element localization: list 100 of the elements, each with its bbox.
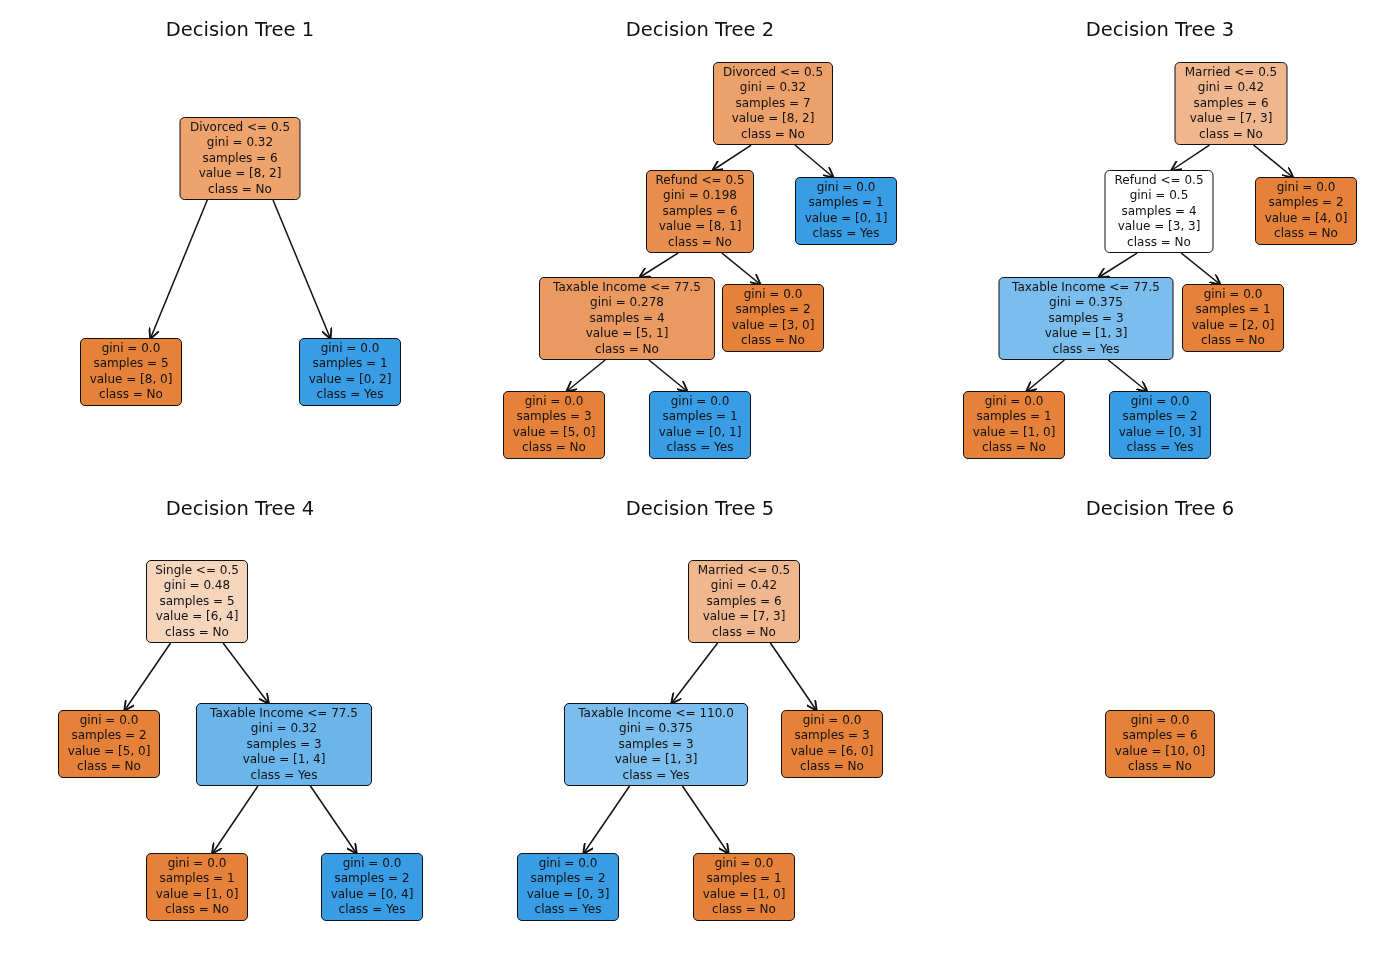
node-text: gini = 0.0 [669, 394, 731, 410]
arrow [148, 199, 209, 340]
node-text: gini = 0.0 [341, 856, 403, 872]
node-text: gini = 0.0 [1275, 180, 1337, 196]
tree-node-box [80, 338, 182, 406]
tree-node-box [713, 62, 833, 146]
node-text: gini = 0.0 [1129, 713, 1191, 729]
tree-node-box [146, 560, 248, 644]
node-text: samples = 1 [158, 871, 236, 887]
node-text: class = Yes [1125, 440, 1195, 456]
node-text: value = [0, 3] [525, 886, 611, 903]
arrow [648, 359, 689, 393]
arrow [670, 642, 719, 705]
node-text: samples = 1 [661, 409, 739, 425]
tree-title: Decision Tree 3 [1085, 18, 1235, 41]
arrow [1097, 252, 1138, 279]
tree-node-box [564, 703, 748, 787]
node-text: gini = 0.0 [319, 341, 381, 357]
node-text: Taxable Income <= 110.0 [577, 706, 735, 722]
node-text: samples = 4 [588, 310, 666, 327]
tree-node-box [299, 338, 401, 406]
node-text: samples = 1 [1194, 302, 1272, 318]
node-text: value = [5, 0] [66, 743, 152, 760]
node-text: class = No [711, 624, 777, 641]
node-text: value = [10, 0] [1113, 743, 1207, 760]
node-text: class = Yes [249, 767, 319, 784]
node-text: gini = 0.198 [662, 188, 738, 204]
node-text: gini = 0.0 [815, 180, 877, 196]
node-text: value = [1, 0] [971, 424, 1057, 441]
node-text: gini = 0.0 [801, 713, 863, 729]
arrow [123, 642, 172, 712]
arrow [721, 252, 762, 286]
tree-node-box [795, 177, 897, 245]
node-text: value = [1, 0] [154, 886, 240, 903]
node-text: value = [8, 0] [88, 371, 174, 388]
node-text: samples = 1 [807, 195, 885, 211]
tree-title: Decision Tree 5 [625, 497, 775, 520]
tree-node-box [58, 710, 160, 778]
node-text: samples = 7 [734, 95, 812, 112]
node-text: value = [0, 2] [307, 371, 393, 388]
node-text: value = [5, 0] [511, 424, 597, 441]
node-text: samples = 3 [245, 736, 323, 753]
node-text: class = No [164, 902, 230, 918]
node-text: class = No [799, 759, 865, 775]
node-text: gini = 0.48 [162, 578, 232, 594]
tree-title: Decision Tree 6 [1085, 497, 1235, 520]
arrow [1252, 144, 1295, 179]
tree-node-box [1109, 391, 1211, 459]
tree-node-box [781, 710, 883, 778]
node-text: gini = 0.375 [1048, 295, 1124, 311]
node-text: class = Yes [337, 902, 407, 918]
node-text: class = No [1127, 759, 1193, 775]
node-text: class = Yes [665, 440, 735, 456]
node-text: class = No [98, 387, 164, 403]
tree-node-box [649, 391, 751, 459]
node-text: class = No [1200, 333, 1266, 349]
node-text: value = [1, 3] [613, 752, 699, 768]
arrow [222, 642, 270, 705]
node-text: Taxable Income <= 77.5 [209, 706, 359, 722]
node-text: samples = 1 [705, 871, 783, 887]
node-text: value = [7, 3] [1188, 111, 1274, 127]
node-text: samples = 6 [705, 593, 783, 610]
node-text: gini = 0.0 [100, 341, 162, 357]
tree-node-box [539, 277, 715, 361]
tree-node-box [722, 284, 824, 352]
arrow [794, 144, 835, 179]
node-text: value = [8, 2] [197, 166, 283, 182]
node-text: value = [8, 2] [730, 111, 816, 127]
tree-node-box [196, 703, 372, 787]
tree-title: Decision Tree 2 [625, 18, 775, 41]
tree-node-box [693, 853, 795, 921]
node-text: samples = 6 [1192, 95, 1270, 112]
tree-title: Decision Tree 4 [165, 497, 315, 520]
node-text: gini = 0.0 [78, 713, 140, 729]
node-text: Married <= 0.5 [1183, 65, 1279, 81]
node-text: samples = 3 [793, 728, 871, 744]
node-text: value = [1, 3] [1043, 326, 1129, 342]
node-text: class = No [667, 234, 733, 251]
node-text: gini = 0.0 [166, 856, 228, 872]
arrow [582, 785, 631, 855]
node-text: class = Yes [621, 767, 691, 784]
node-text: value = [0, 3] [1117, 424, 1203, 441]
node-text: class = No [740, 333, 806, 349]
node-text: class = No [1273, 226, 1339, 242]
node-text: Married <= 0.5 [696, 563, 792, 579]
node-text: value = [0, 1] [803, 210, 889, 227]
node-text: gini = 0.0 [1202, 287, 1264, 303]
node-text: value = [6, 0] [789, 743, 875, 760]
node-text: value = [1, 0] [701, 886, 787, 903]
tree-node-box [517, 853, 619, 921]
tree-node-box [1182, 284, 1284, 352]
node-text: gini = 0.42 [709, 578, 779, 594]
node-text: samples = 5 [92, 356, 170, 372]
arrow [638, 252, 679, 279]
node-text: gini = 0.32 [205, 135, 275, 151]
node-text: value = [3, 0] [730, 317, 816, 334]
node-text: class = No [740, 126, 806, 143]
node-text: value = [0, 1] [657, 424, 743, 441]
node-text: samples = 6 [661, 203, 739, 220]
node-text: gini = 0.32 [249, 721, 319, 737]
